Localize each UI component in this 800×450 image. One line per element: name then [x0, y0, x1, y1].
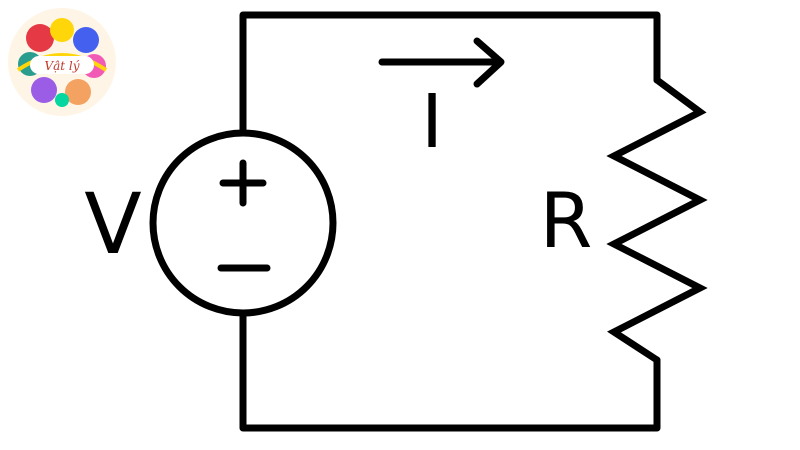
logo-swirl: [16, 53, 108, 72]
logo-blob-green: [55, 93, 69, 107]
resistor: [606, 76, 708, 364]
logo-text: Vật lý: [44, 59, 79, 73]
logo: Vật lý: [8, 8, 116, 116]
current-arrow-icon: [378, 37, 505, 88]
wire-bottom: [239, 309, 661, 432]
current-label: I: [421, 79, 443, 165]
wires: [239, 11, 661, 432]
wire-top: [239, 11, 661, 137]
logo-blob-purple: [31, 77, 57, 103]
voltage-label: V: [84, 175, 141, 273]
resistor-label: R: [540, 176, 593, 265]
logo-blob-yellow: [50, 18, 74, 42]
logo-blob-red: [26, 24, 54, 52]
logo-blob-orange: [65, 79, 91, 105]
logo-banner: [30, 56, 94, 74]
plus-sign: [219, 159, 267, 207]
voltage-source: [149, 129, 337, 317]
logo-blob-blue: [73, 27, 99, 53]
